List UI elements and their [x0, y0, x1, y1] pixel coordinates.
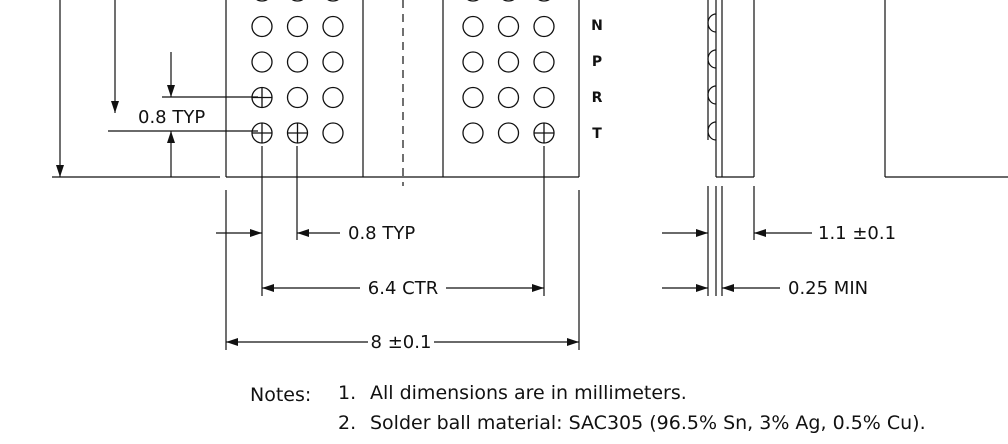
solder-ball	[327, 0, 339, 2]
note-text: All dimensions are in millimeters.	[370, 382, 687, 404]
row-label-r: R	[592, 90, 603, 106]
top-view-outline	[225, 0, 580, 178]
solder-ball	[462, 15, 484, 38]
vertical-pitch-label: 0.8 TYP	[138, 107, 205, 128]
note-number: 1.	[338, 382, 357, 404]
left-overall-dimensions	[52, 0, 220, 178]
row-labels: N P R T	[591, 18, 603, 142]
solder-ball	[497, 122, 520, 144]
solder-ball	[538, 0, 550, 2]
solder-ball	[497, 15, 520, 38]
solder-ball	[502, 0, 515, 2]
side-view	[662, 0, 812, 296]
right-view-outline	[884, 0, 1008, 178]
body-width-label: 8 ±0.1	[371, 332, 432, 353]
vertical-pitch-dimension	[108, 52, 258, 177]
solder-ball	[322, 51, 344, 73]
solder-ball	[251, 51, 273, 73]
solder-ball	[322, 15, 344, 38]
ball-crosshair-mark	[534, 123, 554, 143]
note-item-2: 2. Solder ball material: SAC305 (96.5% Sn…	[338, 408, 926, 438]
solder-ball	[286, 86, 309, 109]
center-span-label: 6.4 CTR	[368, 278, 438, 299]
horizontal-pitch-label: 0.8 TYP	[348, 223, 415, 244]
solder-ball	[462, 51, 484, 73]
solder-ball	[462, 86, 484, 109]
solder-ball	[291, 0, 304, 2]
height-label: 1.1 ±0.1	[818, 223, 896, 244]
solder-ball	[533, 15, 555, 38]
note-text: Solder ball material: SAC305 (96.5% Sn, …	[370, 412, 926, 434]
note-number: 2.	[338, 412, 357, 434]
solder-ball	[497, 86, 520, 109]
notes-header: Notes:	[250, 384, 312, 406]
solder-ball	[286, 51, 309, 73]
standoff-label: 0.25 MIN	[788, 278, 868, 299]
solder-ball	[497, 51, 520, 73]
solder-ball	[533, 86, 555, 109]
ball-crosshair-mark	[252, 123, 272, 143]
row-label-t: T	[592, 126, 602, 142]
solder-ball	[462, 122, 484, 144]
solder-ball	[286, 15, 309, 38]
solder-ball	[322, 122, 344, 144]
solder-ball	[533, 51, 555, 73]
note-item-1: 1. All dimensions are in millimeters.	[338, 378, 687, 408]
solder-ball	[322, 86, 344, 109]
solder-ball	[251, 15, 273, 38]
solder-ball	[467, 0, 479, 2]
ball-crosshair-mark	[287, 123, 308, 143]
row-label-p: P	[592, 54, 602, 70]
row-label-n: N	[591, 18, 603, 34]
solder-ball	[256, 0, 268, 2]
ball-grid	[251, 0, 555, 144]
bottom-dimensions	[216, 146, 580, 350]
